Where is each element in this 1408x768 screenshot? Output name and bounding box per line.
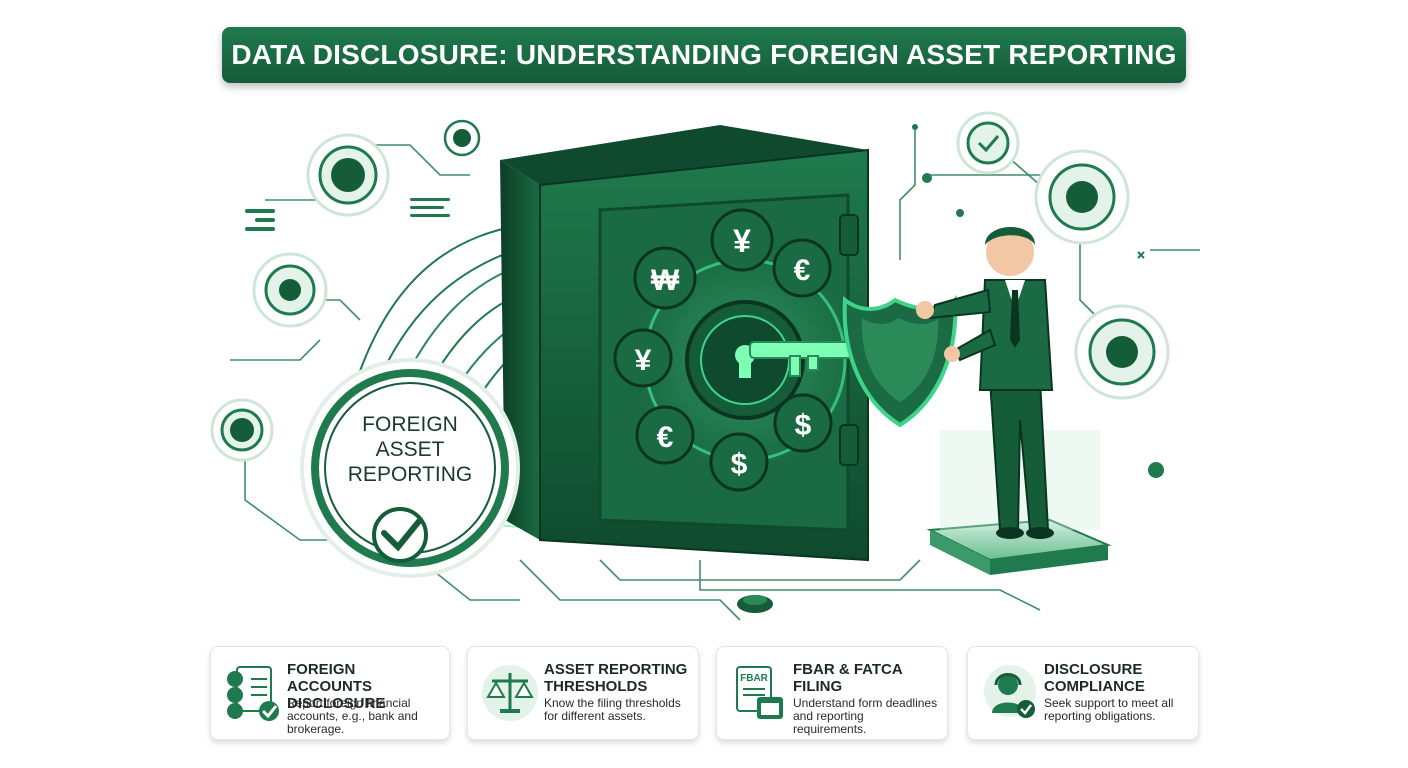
support-agent-icon [984,665,1036,718]
card-description: Seek support to meet all reporting oblig… [1044,696,1174,723]
document-currency-icon [227,666,279,721]
target-circle-6 [1074,304,1170,400]
fbar-label: FBAR [740,673,769,684]
coin-symbol: ¥ [733,223,751,259]
badge-line: FOREIGN [362,413,458,436]
coin-yen-left: ¥ [613,328,673,388]
currency-coins: ¥ ₩ € ¥ € $ $ [613,208,833,492]
shield-icon [842,294,958,428]
balance-scale-icon [482,665,538,721]
fbar-calendar-icon: FBAR [736,666,783,719]
badge-check-icon [372,507,428,563]
coin-symbol: $ [731,448,748,481]
decor-dots [912,124,1164,478]
target-circle-3 [252,252,328,328]
target-circle-5 [1034,149,1130,245]
check-circle [956,111,1020,175]
plus-marks [1137,251,1145,259]
card-disclosure-compliance: DISCLOSURE COMPLIANCE Seek support to me… [967,646,1199,740]
card-fbar-fatca: FBAR FBAR & FATCA FILING Understand form… [716,646,948,740]
coin-symbol: ₩ [651,264,680,297]
card-title: FOREIGN ACCOUNTS DISCLOSURE [287,661,386,712]
coin-symbol: $ [795,409,812,442]
coin-symbol: ¥ [635,344,652,377]
reporting-badge [300,358,520,578]
card-title: ASSET REPORTING THRESHOLDS [544,661,688,695]
bottom-node [737,595,773,613]
card-asset-thresholds: ASSET REPORTING THRESHOLDS Know the fili… [467,646,699,740]
platform [926,430,1112,575]
person-figure [916,226,1054,539]
target-circle-1 [306,133,390,217]
card-title: DISCLOSURE COMPLIANCE [1044,661,1145,695]
key [749,341,861,377]
badge-line: ASSET [375,438,445,461]
card-title: FBAR & FATCA FILING [793,661,903,695]
coin-yen-top: ¥ [710,208,774,272]
coin-dollar-bottom: $ [709,432,769,492]
card-description: Understand form deadlines and reporting … [793,696,938,736]
title-banner: DATA DISCLOSURE: UNDERSTANDING FOREIGN A… [222,27,1186,83]
coin-symbol: € [794,254,811,287]
coin-dollar-right: $ [773,393,833,453]
card-description: Report foreign financial accounts, e.g.,… [287,696,418,736]
target-circle-2 [443,119,481,157]
coin-euro-bottom: € [635,405,695,465]
coin-won: ₩ [633,246,697,310]
badge-label: FOREIGN ASSET REPORTING [322,412,498,487]
page-title: DATA DISCLOSURE: UNDERSTANDING FOREIGN A… [231,39,1177,70]
coin-euro-top: € [772,238,832,298]
small-dashes [245,198,450,231]
main-illustration: ¥ ₩ € ¥ € $ $ [210,111,1200,621]
target-circle-4 [210,398,274,462]
card-foreign-accounts: FOREIGN ACCOUNTS DISCLOSURE Report forei… [210,646,450,740]
card-description: Know the filing thresholds for different… [544,696,681,723]
coin-symbol: € [657,421,674,454]
badge-line: REPORTING [347,463,473,486]
